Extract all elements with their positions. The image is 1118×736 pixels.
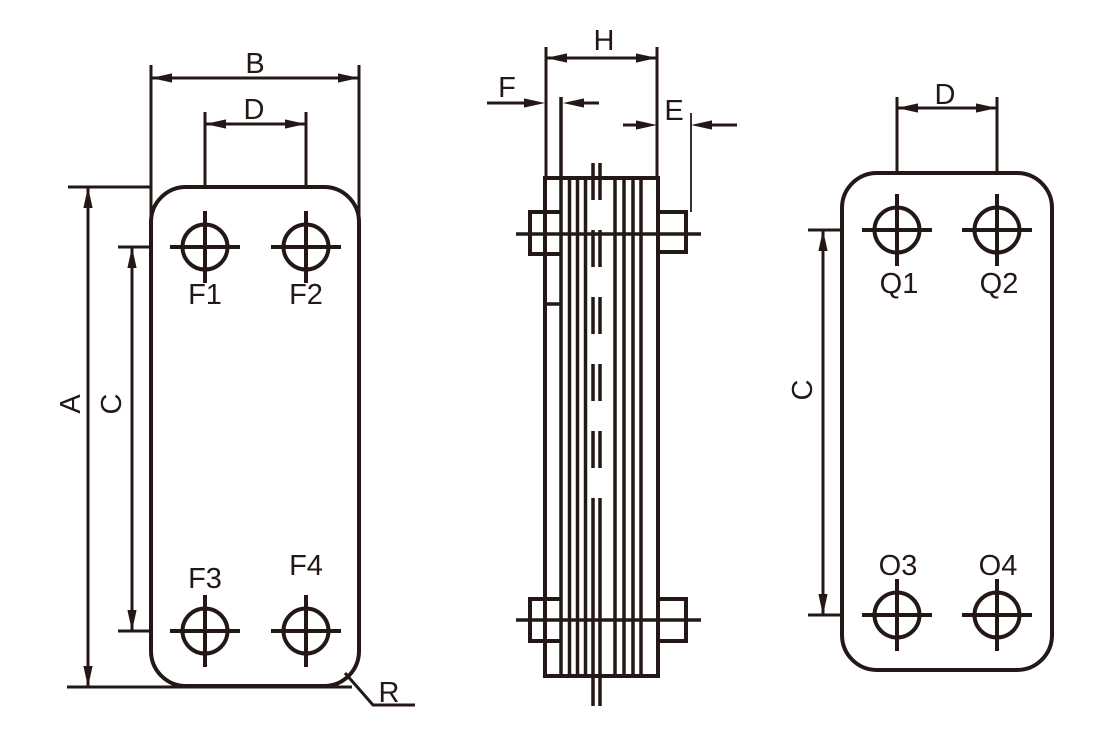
port-f4: F4 bbox=[271, 550, 341, 667]
dim-label-f: F bbox=[498, 72, 516, 104]
dim-label-r: R bbox=[379, 677, 400, 709]
port-label: F4 bbox=[289, 550, 323, 582]
dimension-e: E bbox=[623, 95, 737, 212]
dimension-b: B bbox=[149, 48, 361, 228]
port-f1: F1 bbox=[170, 211, 240, 311]
arrowhead-bottom bbox=[83, 666, 93, 687]
dim-label-e: E bbox=[664, 95, 683, 127]
dimension-a: A bbox=[55, 185, 352, 689]
port-f2: F2 bbox=[271, 211, 341, 311]
arrowhead-top bbox=[83, 187, 93, 208]
arrowhead-right bbox=[636, 53, 657, 63]
arrowhead-top bbox=[127, 247, 137, 268]
arrowhead-left bbox=[546, 53, 567, 63]
arrowhead-left-pointing bbox=[563, 98, 584, 108]
dim-label-c: C bbox=[96, 394, 128, 415]
port-label: O4 bbox=[979, 550, 1018, 582]
vertical-centerline bbox=[591, 163, 602, 706]
dim-label-b: B bbox=[245, 48, 264, 80]
port-o4: O4 bbox=[962, 550, 1032, 651]
dimension-c-front: C bbox=[96, 245, 151, 633]
port-f3: F3 bbox=[170, 563, 240, 667]
dimension-d-front: D bbox=[203, 94, 308, 189]
arrowhead-top bbox=[818, 230, 828, 251]
plate-stack-lines bbox=[546, 97, 643, 674]
leader-line bbox=[343, 672, 415, 707]
dimension-h: H bbox=[544, 25, 659, 179]
dim-label-d: D bbox=[935, 79, 956, 111]
arrowhead-right bbox=[976, 103, 997, 113]
port-label: O3 bbox=[879, 550, 918, 582]
arrowhead-right-pointing bbox=[524, 98, 545, 108]
port-label: Q2 bbox=[980, 268, 1019, 300]
port-label: F2 bbox=[289, 279, 323, 311]
side-view: H F E bbox=[487, 25, 737, 706]
arrowhead-left-pointing bbox=[691, 120, 712, 130]
connection-stubs bbox=[516, 210, 701, 643]
port-label: Q1 bbox=[880, 268, 919, 300]
dim-label-h: H bbox=[594, 25, 615, 57]
port-label: F1 bbox=[188, 279, 222, 311]
dim-label-c: C bbox=[787, 380, 819, 401]
port-o3: O3 bbox=[862, 550, 932, 651]
plate-outline bbox=[840, 171, 1054, 672]
arrowhead-left bbox=[151, 73, 172, 83]
dim-label-d: D bbox=[244, 94, 265, 126]
port-q2: Q2 bbox=[962, 194, 1032, 300]
dimension-d-back: D bbox=[895, 79, 999, 174]
back-view: Q1 Q2 O3 O4 D bbox=[787, 79, 1054, 672]
arrowhead-bottom bbox=[127, 610, 137, 631]
arrowhead-bottom bbox=[818, 594, 828, 615]
stub-top-right bbox=[658, 210, 688, 254]
arrowhead-left bbox=[205, 119, 226, 129]
dim-label-a: A bbox=[55, 394, 87, 414]
port-q1: Q1 bbox=[862, 194, 932, 300]
arrowhead-right bbox=[285, 119, 306, 129]
arrowhead-right bbox=[338, 73, 359, 83]
port-label: F3 bbox=[188, 563, 222, 595]
front-view: F1 F2 F3 F4 B bbox=[55, 48, 415, 709]
dimension-c-back: C bbox=[787, 228, 842, 617]
arrowhead-right-pointing bbox=[636, 120, 657, 130]
arrowhead-left bbox=[897, 103, 918, 113]
radius-callout: R bbox=[343, 672, 415, 709]
dimension-f: F bbox=[487, 72, 599, 108]
